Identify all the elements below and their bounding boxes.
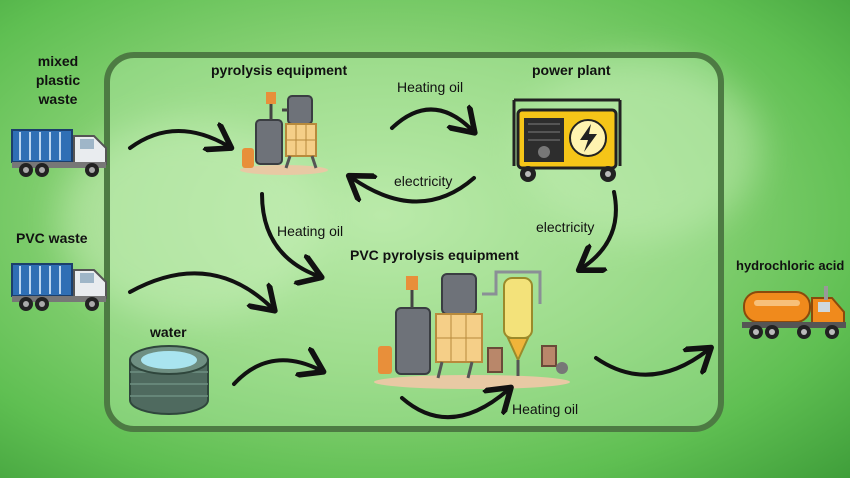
edge-label-heating-oil-bottom: Heating oil	[512, 401, 579, 417]
node-label-water: water	[150, 324, 187, 340]
dump-truck-icon	[11, 129, 107, 177]
node-label-pvc-waste: PVC waste	[16, 230, 88, 246]
arrow-pyrolysis-to-power	[390, 109, 472, 130]
arrow-water-to-pvc	[232, 360, 320, 386]
node-label-hydrochloric-acid: hydrochloric acid	[736, 258, 845, 273]
water-tank-icon	[129, 345, 209, 415]
arrow-power-to-pvc	[582, 190, 618, 268]
dump-truck-icon	[11, 263, 107, 311]
arrow-pvc-to-acid	[594, 350, 708, 377]
node-label-pvc-pyrolysis-equipment: PVC pyrolysis equipment	[350, 247, 519, 263]
node-label-mixed-plastic-waste: mixed plastic waste	[35, 53, 81, 107]
edge-label-electricity-back: electricity	[394, 173, 453, 189]
arrow-power-to-pyrolysis	[352, 178, 476, 204]
arrow-pvc-loop	[400, 390, 508, 420]
node-label-pyrolysis-equipment: pyrolysis equipment	[211, 62, 348, 78]
arrow-mixed-to-pyrolysis	[128, 131, 228, 148]
edge-label-heating-oil-top: Heating oil	[397, 79, 464, 95]
arrow-pvcwaste-to-pvc	[128, 271, 272, 308]
edge-label-electricity-right: electricity	[536, 219, 595, 235]
edge-label-heating-oil-left: Heating oil	[277, 223, 344, 239]
node-label-power-plant: power plant	[532, 62, 611, 78]
tanker-truck-icon	[742, 286, 846, 339]
pyrolysis-plant-icon	[240, 92, 328, 175]
pvc-pyrolysis-plant-icon	[374, 270, 570, 389]
arrow-pyrolysis-to-pvc	[260, 192, 318, 276]
generator-icon	[512, 98, 622, 182]
